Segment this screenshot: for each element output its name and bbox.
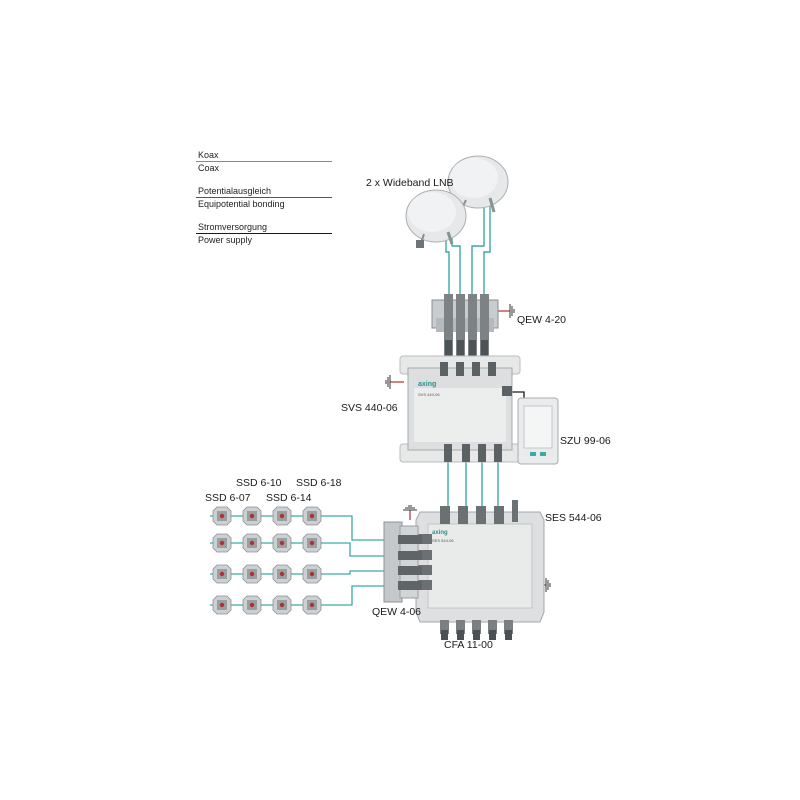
ssd-socket — [242, 595, 262, 615]
ssd-socket — [212, 533, 232, 553]
szu-99-06-device — [517, 397, 559, 465]
label-ssd-6-10: SSD 6-10 — [236, 477, 282, 489]
coax-svs-to-ses — [447, 460, 499, 510]
legend-label-de: Koax — [198, 150, 219, 160]
ssd-socket — [272, 506, 292, 526]
satellite-dish-front — [405, 189, 467, 248]
label-ses-544-06: SES 544-06 — [545, 512, 602, 524]
ssd-socket — [242, 533, 262, 553]
ssd-socket — [302, 564, 322, 584]
legend-label-en: Power supply — [198, 235, 253, 245]
legend-item-power: Stromversorgung Power supply — [196, 222, 332, 258]
legend-label-de: Potentialausgleich — [198, 186, 272, 196]
ssd-socket — [272, 595, 292, 615]
legend-label-en: Equipotential bonding — [198, 199, 285, 209]
svs-440-06-device: axing SVS 440-06 — [399, 355, 521, 463]
legend-item-coax: Koax Coax — [196, 150, 332, 186]
legend-line-bonding — [196, 197, 332, 198]
label-ssd-6-18: SSD 6-18 — [296, 477, 342, 489]
label-szu-99-06: SZU 99-06 — [560, 435, 611, 447]
satellite-dish-rear — [447, 155, 509, 214]
legend: Koax Coax Potentialausgleich Equipotenti… — [196, 150, 332, 258]
ssd-socket — [302, 506, 322, 526]
label-qew-4-06: QEW 4-06 — [372, 606, 422, 618]
legend-line-power — [196, 233, 332, 234]
ssd-socket — [272, 564, 292, 584]
ssd-socket — [302, 533, 322, 553]
ssd-socket — [242, 506, 262, 526]
ssd-socket — [272, 533, 292, 553]
ssd-socket — [212, 506, 232, 526]
label-svs-440-06: SVS 440-06 — [341, 402, 398, 414]
qew-4-20-device — [431, 294, 499, 356]
legend-label-de: Stromversorgung — [198, 222, 268, 232]
label-cfa-11-00: CFA 11-00 — [444, 639, 493, 651]
legend-label-en: Coax — [198, 163, 220, 173]
qew-4-06-device — [383, 521, 422, 603]
label-ssd-6-07: SSD 6-07 — [205, 492, 251, 504]
coax-lnb-to-qew420 — [445, 202, 491, 298]
label-qew-4-20: QEW 4-20 — [517, 314, 567, 326]
svs-brand-text: axing — [418, 381, 436, 388]
ssd-socket — [212, 564, 232, 584]
ses-brand-text: axing — [432, 530, 448, 536]
legend-line-coax — [196, 161, 332, 162]
label-lnb: 2 x Wideband LNB — [366, 177, 454, 189]
ses-model-text: SES 544-06 — [432, 538, 454, 543]
ssd-socket — [242, 564, 262, 584]
svs-model-text: SVS 440-06 — [418, 392, 440, 397]
ses-544-06-device: axing SES 544-06 — [415, 500, 545, 640]
ssd-socket — [302, 595, 322, 615]
label-ssd-6-14: SSD 6-14 — [266, 492, 312, 504]
ssd-socket — [212, 595, 232, 615]
ssd-socket-grid — [212, 506, 322, 615]
ground-symbols — [385, 304, 551, 592]
legend-item-bonding: Potentialausgleich Equipotential bonding — [196, 186, 332, 222]
